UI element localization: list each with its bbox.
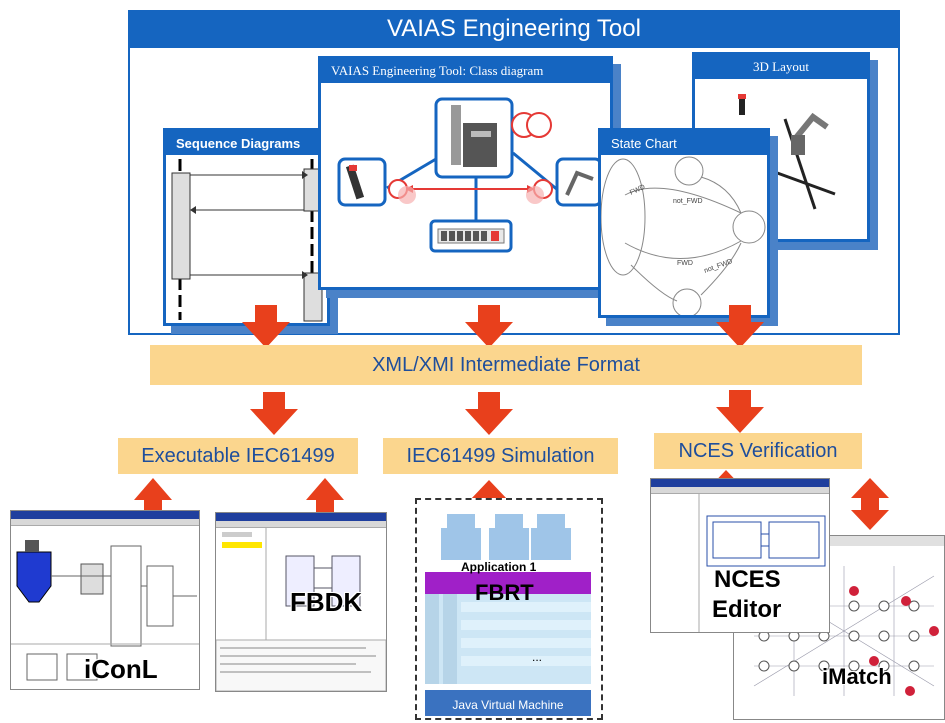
arrow-seq-to-xml — [242, 305, 290, 348]
fbdk-canvas — [216, 528, 386, 691]
state-chart-window: State Chart FWD not_FWD FWD not_FWD — [598, 128, 770, 318]
fbdk-screenshot — [215, 512, 387, 692]
nces-canvas — [651, 494, 829, 632]
state-not-fwd-label-1: not_FWD — [673, 198, 703, 205]
nces-label-line1: NCES — [714, 566, 781, 593]
arrow-state-to-xml — [716, 305, 764, 348]
imatch-label: iMatch — [822, 664, 892, 689]
fbrt-ellipsis: ... — [532, 650, 543, 664]
engineering-tool-title: VAIAS Engineering Tool — [128, 10, 900, 48]
iconl-canvas — [11, 526, 199, 689]
arrow-xml-to-exec — [250, 392, 298, 435]
application-label: Application 1 — [461, 560, 537, 574]
arrow-class-to-xml — [465, 305, 513, 348]
jvm-label: Java Virtual Machine — [452, 698, 564, 712]
nces-label-line2: Editor — [712, 596, 782, 623]
layout-3d-title: 3D Layout — [695, 55, 867, 79]
iconl-screenshot — [10, 510, 200, 690]
class-diagram-window: VAIAS Engineering Tool: Class diagram — [318, 56, 613, 290]
iconl-label: iConL — [84, 654, 158, 684]
arrow-xml-to-sim — [465, 392, 513, 435]
fbrt-label: FBRT — [475, 580, 534, 605]
imatch-screenshot — [733, 535, 945, 720]
fbrt-drawing — [425, 514, 591, 716]
fbrt-runtime-box: Application 1 FBRT ... Java Virtual Mach… — [415, 498, 603, 720]
xml-intermediate-format-bar: XML/XMI Intermediate Format — [150, 345, 862, 385]
nces-editor-screenshot — [650, 478, 830, 633]
executable-iec61499-box: Executable IEC61499 — [118, 438, 358, 474]
state-fwd-label-2: FWD — [677, 260, 693, 267]
nces-verification-box: NCES Verification — [654, 433, 862, 469]
iec61499-simulation-box: IEC61499 Simulation — [383, 438, 618, 474]
class-diagram-title: VAIAS Engineering Tool: Class diagram — [321, 59, 610, 83]
state-chart-drawing: FWD not_FWD FWD not_FWD — [600, 156, 766, 318]
sequence-diagrams-title: Sequence Diagrams — [166, 131, 327, 155]
arrow-nces-imatch — [851, 478, 889, 530]
fbdk-label: FBDK — [290, 587, 363, 617]
sequence-diagram-drawing — [171, 159, 323, 322]
class-diagram-drawing — [337, 97, 603, 253]
arrow-xml-to-nces — [716, 390, 764, 433]
state-chart-title: State Chart — [601, 131, 767, 155]
